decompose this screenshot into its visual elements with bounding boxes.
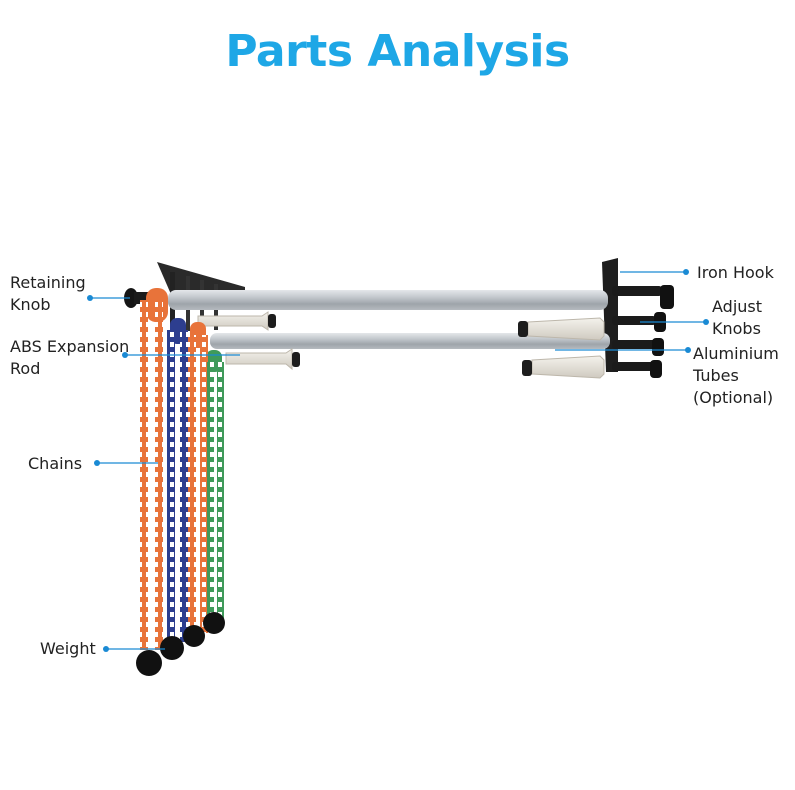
retaining-knob-label-line2: Knob (10, 295, 51, 314)
abs-expansion-rod-label: ABS Expansion Rod (10, 336, 129, 380)
chains (140, 300, 224, 650)
chains-label: Chains (28, 454, 83, 473)
adjust-knobs-label-line1: Adjust (712, 297, 763, 316)
abs-rod-label-line1: ABS Expansion (10, 337, 130, 356)
adjust-knobs-label-line2: Knobs (712, 319, 761, 338)
right-bracket (602, 258, 674, 378)
abs-rod-label-line2: Rod (10, 359, 41, 378)
aluminium-tubes-label-line2: Tubes (693, 366, 739, 385)
weights (136, 612, 225, 676)
aluminium-tubes (168, 290, 610, 349)
page-title: Parts Analysis (225, 26, 570, 77)
retaining-knob-label: Retaining Knob (10, 272, 86, 316)
optional-note: (Optional) (693, 388, 774, 407)
aluminium-tubes-label-line1: Aluminium (693, 344, 779, 363)
adjust-knobs-label: Adjust Knobs (712, 296, 762, 340)
aluminium-tubes-label: Aluminium Tubes (Optional) (693, 343, 779, 409)
iron-hook-label: Iron Hook (697, 263, 774, 282)
weight-label: Weight (40, 639, 96, 658)
abs-expansion-rods (197, 311, 605, 379)
leader-lines (87, 269, 709, 652)
retaining-knob-label-line1: Retaining (10, 273, 86, 292)
